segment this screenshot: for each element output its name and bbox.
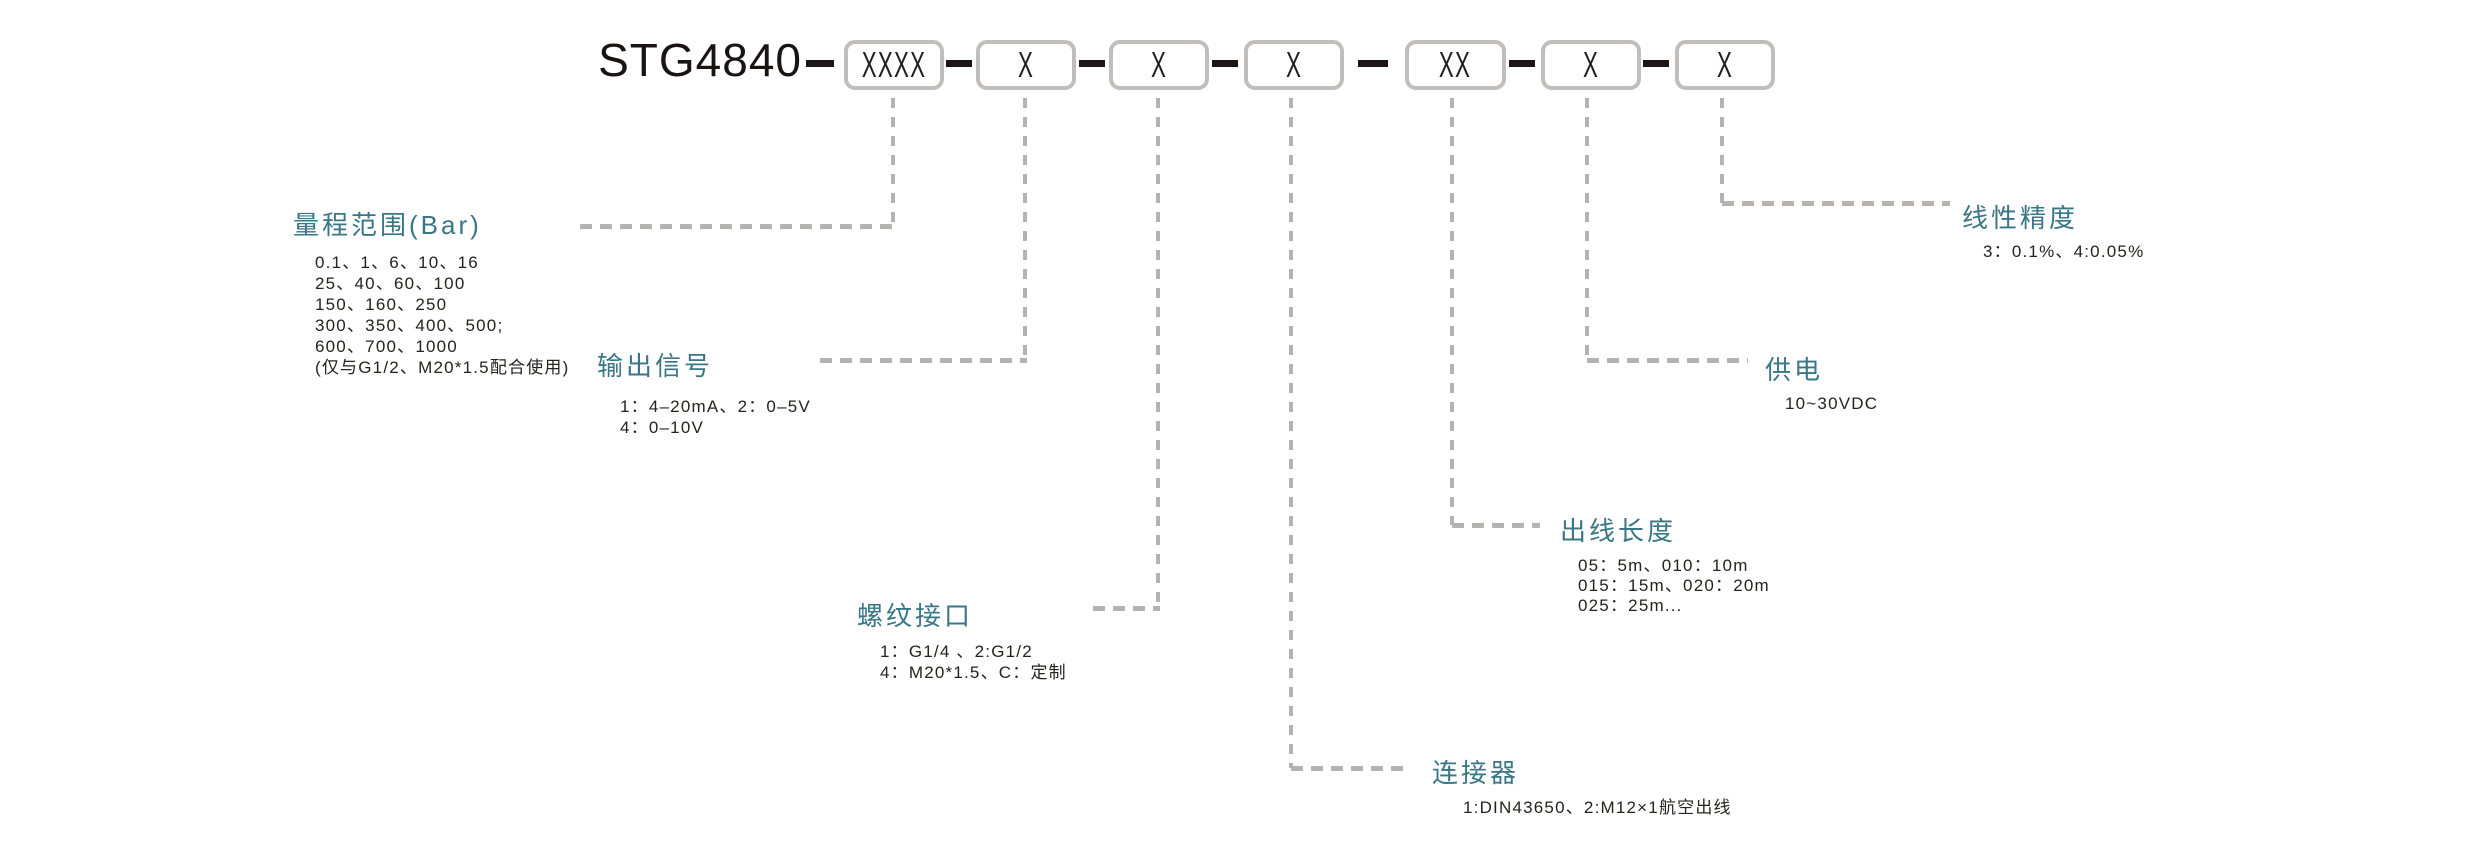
dash-separator [1212, 60, 1238, 67]
range-detail-line: 25、40、60、100 [315, 274, 466, 293]
code-box-connector: X [1244, 40, 1344, 90]
field-label-linear-accuracy: 线性精度 [1962, 203, 2079, 233]
dash-separator [1509, 60, 1535, 67]
leader-line-connector-vertical [1289, 98, 1293, 768]
leader-line-cable-vertical [1450, 98, 1454, 525]
thread-detail-line: 4：M20*1.5、C：定制 [880, 663, 1067, 682]
field-details-linear-accuracy: 3：0.1%、4:0.05% [1983, 241, 2144, 262]
code-box-cable-value: XX [1439, 44, 1472, 85]
code-box-thread: X [1109, 40, 1209, 90]
code-box-cable: XX [1405, 40, 1506, 90]
leader-line-cable-horizontal [1452, 523, 1540, 528]
cable-detail-line: 05：5m、010：10m [1578, 556, 1749, 575]
code-box-accuracy: X [1675, 40, 1775, 90]
code-box-accuracy-value: X [1716, 44, 1734, 85]
code-box-connector-value: X [1285, 44, 1303, 85]
code-box-range-value: XXXX [861, 44, 927, 85]
connector-detail-line: 1:DIN43650、2:M12×1航空出线 [1463, 798, 1732, 817]
leader-line-accuracy-vertical [1720, 98, 1724, 203]
field-details-cable-length: 05：5m、010：10m 015：15m、020：20m 025：25m... [1578, 556, 1770, 616]
dash-separator [806, 60, 834, 67]
leader-line-output-vertical [1023, 98, 1027, 360]
code-box-range: XXXX [844, 40, 944, 90]
leader-line-range-horizontal [580, 224, 895, 229]
dash-separator [946, 60, 972, 67]
code-box-output-value: X [1017, 44, 1035, 85]
field-details-power-supply: 10~30VDC [1785, 393, 1878, 414]
leader-line-thread-vertical [1156, 98, 1160, 608]
leader-line-thread-horizontal [1093, 606, 1160, 611]
power-detail-line: 10~30VDC [1785, 394, 1879, 413]
model-prefix: STG4840 [598, 34, 802, 86]
leader-line-power-vertical [1585, 98, 1589, 360]
field-label-power-supply: 供电 [1765, 355, 1824, 385]
output-detail-line: 1：4–20mA、2：0–5V [620, 397, 811, 416]
code-box-thread-value: X [1150, 44, 1168, 85]
field-label-range: 量程范围(Bar) [293, 210, 482, 240]
range-detail-line: (仅与G1/2、M20*1.5配合使用) [315, 358, 570, 377]
range-detail-line: 300、350、400、500; [315, 316, 504, 335]
accuracy-detail-line: 3：0.1%、4:0.05% [1983, 242, 2145, 261]
leader-line-accuracy-horizontal [1722, 201, 1950, 206]
output-detail-line: 4：0–10V [620, 418, 705, 437]
dash-separator [1358, 60, 1388, 67]
leader-line-power-horizontal [1587, 358, 1748, 363]
cable-detail-line: 015：15m、020：20m [1578, 576, 1770, 595]
code-box-output: X [976, 40, 1076, 90]
field-label-cable-length: 出线长度 [1560, 516, 1677, 546]
field-label-connector: 连接器 [1432, 758, 1520, 788]
leader-line-range-vertical [891, 98, 895, 228]
range-detail-line: 0.1、1、6、10、16 [315, 253, 479, 272]
code-box-power-value: X [1582, 44, 1600, 85]
field-label-thread-interface: 螺纹接口 [857, 601, 974, 631]
cable-detail-line: 025：25m... [1578, 596, 1683, 615]
dash-separator [1079, 60, 1105, 67]
dash-separator [1643, 60, 1669, 67]
range-detail-line: 150、160、250 [315, 295, 448, 314]
field-details-output-signal: 1：4–20mA、2：0–5V 4：0–10V [620, 396, 811, 438]
code-box-power: X [1541, 40, 1641, 90]
leader-line-output-horizontal [820, 358, 1027, 363]
field-label-output-signal: 输出信号 [597, 351, 714, 381]
thread-detail-line: 1：G1/4 、2:G1/2 [880, 642, 1033, 661]
range-detail-line: 600、700、1000 [315, 337, 458, 356]
field-details-range: 0.1、1、6、10、16 25、40、60、100 150、160、250 3… [315, 252, 570, 378]
leader-line-connector-horizontal [1291, 766, 1408, 771]
field-details-thread-interface: 1：G1/4 、2:G1/2 4：M20*1.5、C：定制 [880, 641, 1067, 683]
field-details-connector: 1:DIN43650、2:M12×1航空出线 [1463, 797, 1732, 818]
